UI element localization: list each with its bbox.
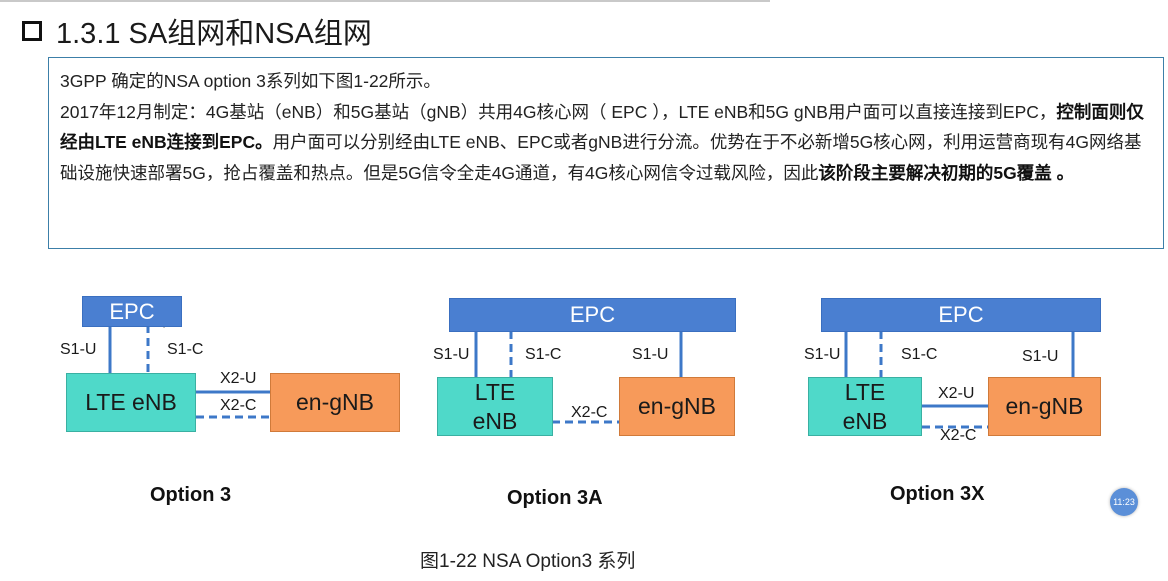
intro-line: 3GPP 确定的NSA option 3系列如下图1-22所示。: [60, 71, 441, 91]
opt3-en-gnb-block: en-gNB: [270, 373, 400, 432]
timer-badge[interactable]: 11:23: [1110, 488, 1138, 516]
para-bold-2: 该阶段主要解决初期的5G覆盖: [818, 162, 1052, 183]
opt3a-en-gnb-block: en-gNB: [619, 377, 735, 436]
para-text-1: 2017年12月制定：4G基站（eNB）和5G基站（gNB）共用4G核心网（ E…: [60, 101, 1057, 122]
opt3-s1u-label: S1-U: [60, 341, 97, 358]
opt3a-enb-line2: eNB: [472, 407, 518, 434]
description-paragraph: 2017年12月制定：4G基站（eNB）和5G基站（gNB）共用4G核心网（ E…: [60, 97, 1153, 189]
opt3x-s1c-label: S1-C: [901, 346, 938, 363]
opt3x-s1u-left-label: S1-U: [804, 346, 841, 363]
opt3a-epc-block: EPC: [449, 298, 736, 332]
description-textbox: 3GPP 确定的NSA option 3系列如下图1-22所示。 2017年12…: [48, 57, 1164, 249]
opt3a-enb-line1: LTE: [474, 378, 516, 405]
section-title: 1.3.1 SA组网和NSA组网: [56, 18, 372, 50]
opt3-x2c-label: X2-C: [220, 397, 257, 414]
opt3x-enb-line2: eNB: [842, 407, 888, 434]
top-rule: [0, 0, 770, 2]
opt3x-title: Option 3X: [890, 483, 985, 505]
opt3-title: Option 3: [150, 484, 232, 506]
opt3-epc-block: EPC: [82, 296, 182, 327]
opt3-lte-enb-block: LTE eNB: [66, 373, 196, 432]
opt3x-x2u-label: X2-U: [938, 385, 975, 402]
opt3a-title: Option 3A: [507, 487, 603, 509]
figure-caption: 图1-22 NSA Option3 系列: [420, 551, 636, 572]
para-bold-1: 控制面则仅经由LTE eNB连接到EPC。: [60, 101, 1144, 153]
opt3x-epc-block: EPC: [821, 298, 1101, 332]
opt3a-s1c-label: S1-C: [525, 346, 562, 363]
para-end: 。: [1051, 162, 1075, 183]
opt3a-x2c-label: X2-C: [571, 404, 608, 421]
opt3a-s1u-left-label: S1-U: [433, 346, 470, 363]
opt3x-s1u-right-label: S1-U: [1022, 348, 1059, 365]
opt3a-s1u-right-label: S1-U: [632, 346, 669, 363]
para-text-2: 用户面可以分别经由LTE eNB、EPC或者gNB进行分流。优势在于不必新增5G…: [60, 132, 1142, 183]
square-bullet-icon: [22, 21, 42, 41]
section-header: 1.3.1 SA组网和NSA组网: [22, 10, 372, 52]
opt3a-lte-enb-block: LTE eNB: [437, 377, 553, 436]
opt3x-lte-enb-block: LTE eNB: [808, 377, 922, 436]
opt3-x2u-label: X2-U: [220, 370, 257, 387]
opt3x-en-gnb-block: en-gNB: [988, 377, 1101, 436]
opt3x-enb-line1: LTE: [844, 378, 886, 405]
opt3x-x2c-label: X2-C: [940, 427, 977, 444]
opt3-s1c-label: S1-C: [167, 341, 204, 358]
